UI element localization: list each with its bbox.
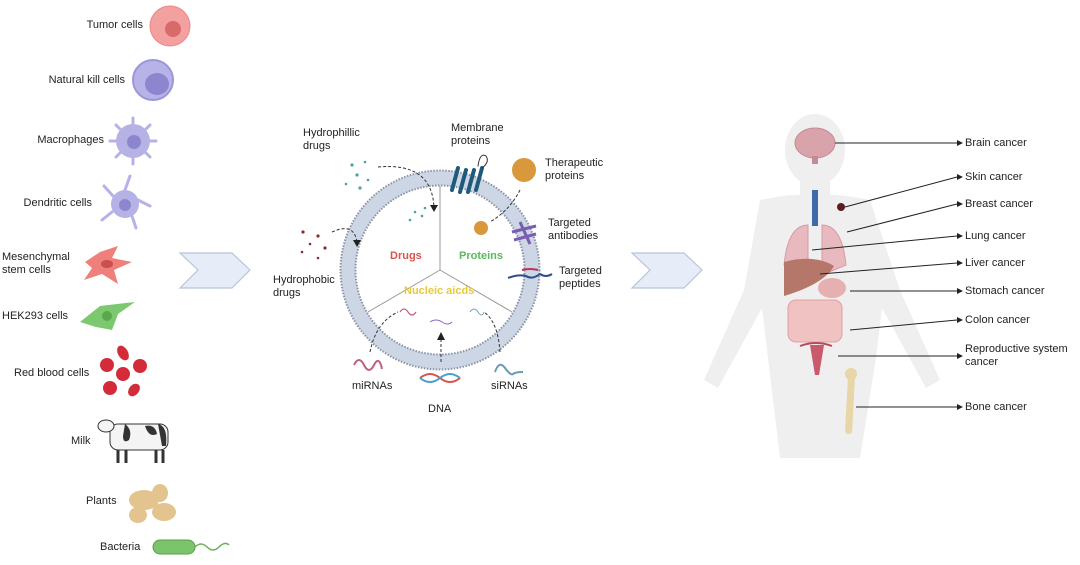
red-blood-cells-icon <box>100 345 147 397</box>
cancer-label-brain: Brain cancer <box>965 137 1027 149</box>
stomach-icon <box>818 278 846 298</box>
cancer-label-colon: Colon cancer <box>965 314 1030 326</box>
bacteria-icon <box>152 539 230 555</box>
source-label-bacteria: Bacteria <box>100 541 141 553</box>
source-label-macrophages: Macrophages <box>37 134 104 146</box>
category-nucleic-acids: Nucleic aicds <box>404 285 475 297</box>
label-line: Targeted <box>559 265 602 277</box>
liver-icon <box>784 258 834 296</box>
label-line: cancer <box>965 356 999 368</box>
cancer-label-skin: Skin cancer <box>965 171 1023 183</box>
sirna-icon <box>494 363 524 376</box>
label-line: Therapeutic <box>545 157 604 169</box>
cancer-label-bone: Bone cancer <box>965 401 1027 413</box>
mirna-icon <box>353 359 383 371</box>
nk-cell-icon <box>132 59 174 101</box>
hydrophobic-drug-icon <box>300 230 327 260</box>
cargo-label-mirnas: miRNAs <box>352 380 393 392</box>
cancer-label-lung: Lung cancer <box>965 230 1026 242</box>
tumor-cell-icon <box>149 5 191 47</box>
label-line: drugs <box>303 140 331 152</box>
source-label-tumor-cells: Tumor cells <box>86 19 143 31</box>
flow-arrow-icon <box>178 252 251 289</box>
flow-arrow-icon <box>630 252 703 289</box>
source-label-hek293: HEK293 cells <box>2 310 69 322</box>
stem-cell-icon <box>84 246 132 284</box>
source-label-rbc: Red blood cells <box>14 367 90 379</box>
label-line: Reproductive system <box>965 343 1068 355</box>
cancer-leader-lines <box>811 142 958 408</box>
cancer-label-reproductive: Reproductive system cancer <box>965 343 1068 369</box>
hek293-cell-icon <box>80 302 135 330</box>
cargo-label-dna: DNA <box>428 403 452 415</box>
dna-icon <box>419 373 461 383</box>
uterus-icon <box>799 342 833 375</box>
antibody-icon <box>511 221 537 245</box>
label-line: Targeted <box>548 217 591 229</box>
therapeutic-protein-icon <box>474 158 536 235</box>
label-line: Membrane <box>451 122 504 134</box>
label-line: proteins <box>451 135 491 147</box>
peptide-icon <box>507 268 553 279</box>
cargo-label-targeted-peptides: Targeted peptides <box>559 265 602 291</box>
source-label-milk: Milk <box>71 435 91 447</box>
label-line: proteins <box>545 170 585 182</box>
source-label-nk-cells: Natural kill cells <box>48 74 125 86</box>
intestine-icon <box>787 299 843 343</box>
cargo-label-membrane-proteins: Membrane proteins <box>451 122 504 148</box>
label-line: stem cells <box>2 264 51 276</box>
cargo-label-hydrophobic: Hydrophobic drugs <box>273 274 335 300</box>
label-line: Mesenchymal <box>2 251 70 263</box>
label-line: drugs <box>273 287 301 299</box>
label-line: Hydrophillic <box>303 127 360 139</box>
plant-icon <box>129 484 176 523</box>
label-line: antibodies <box>548 230 599 242</box>
cargo-label-hydrophilic: Hydrophillic drugs <box>303 127 360 153</box>
category-proteins: Proteins <box>459 250 504 262</box>
membrane-protein-icon <box>450 154 488 194</box>
source-label-dendritic-cells: Dendritic cells <box>23 197 92 209</box>
cargo-label-therapeutic-proteins: Therapeutic proteins <box>545 157 603 183</box>
cancer-label-stomach: Stomach cancer <box>965 285 1045 297</box>
macrophage-icon <box>108 116 158 166</box>
hydrophilic-drug-icon <box>344 160 427 222</box>
category-drugs: Drugs <box>390 250 422 262</box>
cancer-arrowheads <box>957 140 963 410</box>
cancer-label-breast: Breast cancer <box>965 198 1033 210</box>
source-label-plants: Plants <box>86 495 117 507</box>
femur-icon <box>845 368 857 434</box>
cancer-label-liver: Liver cancer <box>965 257 1025 269</box>
trachea-icon <box>812 190 818 226</box>
cargo-label-targeted-antibodies: Targeted antibodies <box>548 217 598 243</box>
cargo-label-sirnas: siRNAs <box>491 380 528 392</box>
label-line: Hydrophobic <box>273 274 335 286</box>
skin-lesion-icon <box>837 203 845 211</box>
dendritic-cell-icon <box>100 174 152 230</box>
source-label-stem-cells: Mesenchymal stem cells <box>2 251 70 277</box>
cow-icon <box>97 419 169 463</box>
label-line: peptides <box>559 278 601 290</box>
